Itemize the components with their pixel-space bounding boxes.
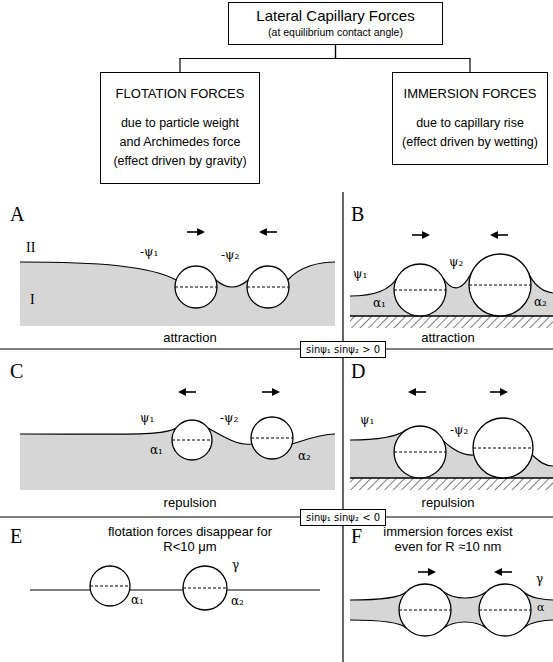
angle-label: -ψ₂ bbox=[220, 412, 238, 426]
center-line bbox=[172, 440, 212, 441]
center-line bbox=[183, 588, 227, 589]
center-line bbox=[469, 285, 531, 286]
title-box: Lateral Capillary Forces(at equilibrium … bbox=[228, 2, 443, 45]
particle bbox=[394, 426, 446, 478]
particle bbox=[479, 584, 531, 636]
panel-letter: C bbox=[10, 360, 23, 383]
force-arrow bbox=[418, 568, 436, 576]
particle bbox=[247, 266, 289, 308]
angle-label: -ψ₂ bbox=[450, 424, 468, 438]
panel-b bbox=[350, 231, 553, 328]
angle-label: γ bbox=[232, 559, 239, 573]
box-heading: sinψ₁ sinψ₂ < 0 bbox=[306, 511, 380, 524]
center-line bbox=[473, 448, 533, 449]
panel-caption: attraction bbox=[163, 331, 216, 346]
panel-letter: F bbox=[351, 525, 362, 548]
particle bbox=[473, 418, 533, 478]
panel-letter: A bbox=[10, 203, 24, 226]
condition-box: sinψ₁ sinψ₂ < 0 bbox=[300, 509, 386, 526]
panel-letter: B bbox=[351, 203, 364, 226]
box-heading: FLOTATION FORCES bbox=[107, 85, 253, 102]
box-heading: IMMERSION FORCES bbox=[399, 85, 541, 102]
panel-note: flotation forces disappear for R<10 μm bbox=[103, 525, 278, 555]
angle-label: α₁ bbox=[131, 594, 144, 608]
tree-connector bbox=[180, 45, 336, 72]
force-arrow bbox=[490, 231, 508, 239]
particle bbox=[394, 264, 446, 316]
panel-caption: repulsion bbox=[164, 496, 217, 511]
force-arrow bbox=[259, 228, 277, 236]
substrate-edge bbox=[350, 477, 553, 478]
panel-c bbox=[20, 388, 335, 490]
category-box: FLOTATION FORCES due to particle weight a… bbox=[100, 72, 260, 184]
substrate bbox=[350, 478, 553, 490]
box-text: due to capillary rise (effect driven by … bbox=[400, 114, 540, 152]
angle-label: α₂ bbox=[534, 296, 547, 310]
phase-label: II bbox=[26, 240, 35, 256]
condition-box: sinψ₁ sinψ₂ > 0 bbox=[300, 341, 386, 358]
panel-note: immersion forces exist even for R ≈10 nm bbox=[371, 525, 526, 555]
phase-label: I bbox=[30, 292, 35, 308]
panel-e bbox=[30, 566, 320, 610]
tree-connector bbox=[336, 45, 471, 72]
center-line bbox=[394, 452, 446, 453]
divider-line bbox=[0, 516, 553, 517]
particle bbox=[399, 584, 451, 636]
force-arrow bbox=[178, 388, 196, 396]
particle bbox=[175, 266, 217, 308]
angle-label: α₁ bbox=[150, 444, 163, 458]
angle-label: -ψ₂ bbox=[221, 249, 239, 263]
panel-a bbox=[20, 228, 335, 326]
angle-label: α₂ bbox=[298, 450, 311, 464]
angle-label: -ψ₁ bbox=[140, 246, 158, 260]
panel-caption: attraction bbox=[421, 331, 474, 346]
center-line bbox=[175, 287, 217, 288]
box-heading: Lateral Capillary Forces bbox=[235, 6, 436, 25]
box-heading: sinψ₁ sinψ₂ > 0 bbox=[306, 343, 380, 356]
angle-label: γ bbox=[536, 573, 543, 587]
angle-label: α₂ bbox=[231, 595, 244, 609]
particle bbox=[469, 254, 531, 316]
center-line bbox=[479, 610, 531, 611]
panel-letter: D bbox=[351, 360, 365, 383]
divider-line bbox=[0, 348, 553, 349]
particle bbox=[90, 566, 130, 606]
force-arrow bbox=[412, 231, 430, 239]
angle-label: α bbox=[537, 602, 544, 615]
angle-label: ψ₂ bbox=[449, 256, 463, 270]
box-text: due to particle weight and Archimedes fo… bbox=[110, 114, 250, 171]
center-line bbox=[251, 438, 293, 439]
particle bbox=[172, 420, 212, 460]
force-arrow bbox=[494, 568, 512, 576]
angle-label: ψ₁ bbox=[360, 414, 374, 428]
category-box: IMMERSION FORCES due to capillary rise (e… bbox=[392, 72, 548, 165]
panel-letter: E bbox=[10, 525, 22, 548]
panel-caption: repulsion bbox=[422, 496, 475, 511]
angle-label: α₁ bbox=[373, 297, 386, 311]
center-line bbox=[90, 586, 130, 587]
liquid bbox=[20, 262, 335, 326]
center-line bbox=[399, 610, 451, 611]
force-arrow bbox=[490, 388, 508, 396]
force-arrow bbox=[262, 388, 280, 396]
force-arrow bbox=[408, 388, 426, 396]
divider-line bbox=[342, 192, 343, 662]
panel-d bbox=[350, 388, 553, 490]
center-line bbox=[394, 290, 446, 291]
substrate bbox=[350, 316, 553, 328]
angle-label: ψ₁ bbox=[353, 268, 367, 282]
angle-label: ψ₁ bbox=[140, 412, 154, 426]
interface-line bbox=[30, 589, 320, 590]
center-line bbox=[247, 287, 289, 288]
substrate-edge bbox=[350, 315, 553, 316]
particle bbox=[251, 417, 293, 459]
panel-f bbox=[350, 568, 553, 636]
box-text: (at equilibrium contact angle) bbox=[235, 25, 436, 39]
force-arrow bbox=[187, 228, 205, 236]
particle bbox=[183, 566, 227, 610]
